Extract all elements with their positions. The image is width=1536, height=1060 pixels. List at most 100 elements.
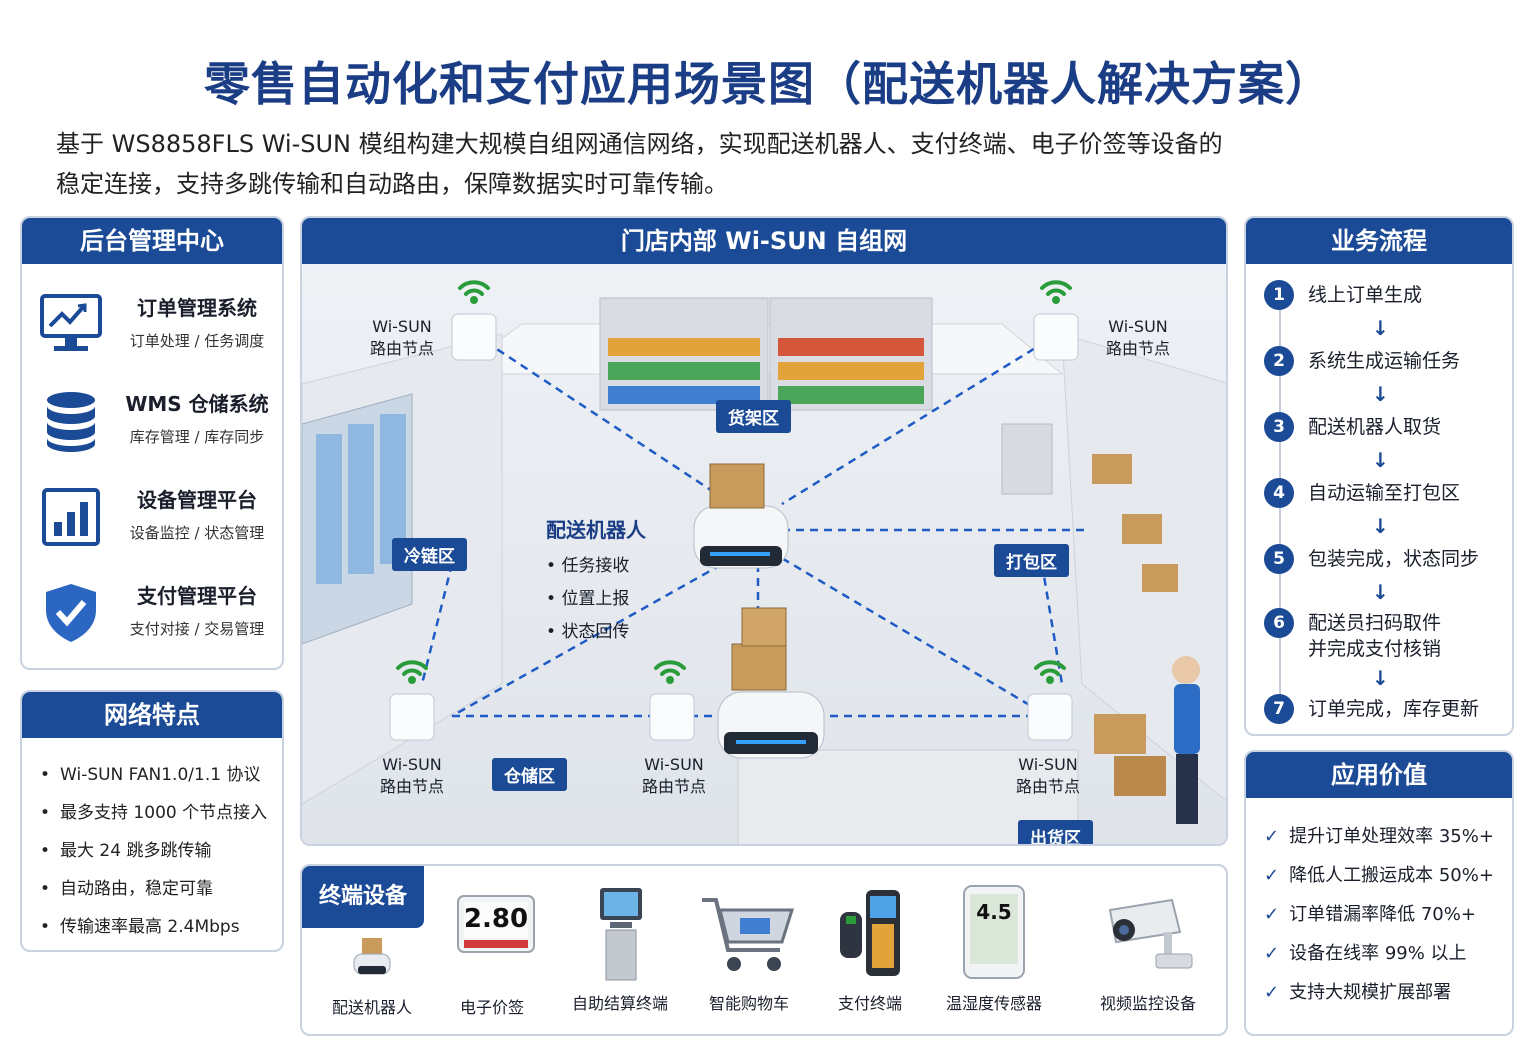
zone-label-outbound: 出货区	[1018, 820, 1093, 844]
page-title: 零售自动化和支付应用场景图（配送机器人解决方案）	[204, 57, 1332, 111]
delivery-robot[interactable]	[693, 463, 789, 569]
device-label: 支付终端	[837, 994, 902, 1013]
robot-icon	[353, 938, 391, 975]
value-panel: 应用价值 ✓提升订单处理效率 35%+ ✓降低人工搬运成本 50%+ ✓订单错漏…	[1244, 750, 1514, 1036]
flow-arrow-icon: ↓	[1372, 316, 1389, 340]
description-line-1: 基于 WS8858FLS Wi-SUN 模组构建大规模自组网通信网络，实现配送机…	[56, 130, 1223, 158]
management-item-name: WMS 仓储系统	[125, 392, 269, 416]
management-item-name: 支付管理平台	[137, 584, 257, 608]
flow-arrow-icon: ↓	[1372, 580, 1389, 604]
router-node[interactable]	[389, 693, 435, 741]
device-label: 视频监控设备	[1099, 994, 1196, 1013]
check-icon: ✓	[1264, 943, 1280, 964]
sensor-reading: 4.5	[976, 900, 1012, 924]
flow-arrow-icon: ↓	[1372, 666, 1389, 690]
flow-arrow-icon: ↓	[1372, 514, 1389, 538]
router-node[interactable]	[1033, 313, 1079, 361]
value-item: ✓降低人工搬运成本 50%+	[1264, 865, 1494, 886]
management-item-wms[interactable]: WMS 仓储系统 库存管理 / 库存同步	[22, 384, 282, 474]
zone-label-shelf: 货架区	[716, 400, 791, 433]
management-item-device[interactable]: 设备管理平台 设备监控 / 状态管理	[22, 480, 282, 570]
device-price-tag[interactable]: 2.80 电子价签	[440, 880, 544, 1020]
shield-check-icon	[46, 584, 96, 642]
description-line-2: 稳定连接，支持多跳传输和自动路由，保障数据实时可靠传输。	[56, 170, 728, 198]
network-feature: 最多支持 1000 个节点接入	[40, 798, 267, 823]
robot-callout-item: • 任务接收	[546, 556, 630, 576]
robot-callout-item: • 状态回传	[546, 622, 630, 642]
wifi-icon	[1040, 280, 1072, 304]
management-item-sub: 支付对接 / 交易管理	[129, 620, 265, 638]
shelf-unit	[599, 297, 933, 411]
value-title: 应用价值	[1246, 752, 1512, 798]
management-panel: 后台管理中心 订单管理系统 订单处理 / 任务调度 WMS 仓储系统 库存管理 …	[20, 216, 284, 670]
camera-icon	[1108, 898, 1193, 969]
price-tag-value: 2.80	[463, 904, 529, 934]
mesh-links	[420, 332, 1087, 718]
management-item-sub: 库存管理 / 库存同步	[129, 428, 265, 446]
flow-arrow-icon: ↓	[1372, 448, 1389, 472]
device-robot[interactable]: 配送机器人	[320, 880, 424, 1020]
network-feature: 自动路由，稳定可靠	[40, 874, 213, 899]
device-kiosk[interactable]: 自助结算终端	[560, 880, 680, 1020]
management-item-payment[interactable]: 支付管理平台 支付对接 / 交易管理	[22, 576, 282, 666]
flow-title: 业务流程	[1246, 218, 1512, 264]
check-icon: ✓	[1264, 826, 1280, 847]
device-label: 自助结算终端	[571, 994, 668, 1013]
device-camera[interactable]: 视频监控设备	[1080, 880, 1216, 1020]
device-sensor[interactable]: 4.5 温湿度传感器	[934, 880, 1054, 1020]
device-cart[interactable]: 智能购物车	[694, 880, 804, 1020]
robot-callout-title: 配送机器人	[546, 518, 646, 542]
value-item: ✓提升订单处理效率 35%+	[1264, 826, 1494, 847]
value-item: ✓设备在线率 99% 以上	[1264, 943, 1467, 964]
thermometer-icon	[963, 885, 1025, 979]
zone-label-storage: 仓储区	[492, 758, 567, 791]
check-icon: ✓	[1264, 865, 1280, 886]
network-title: 网络特点	[22, 692, 282, 738]
scene-title: 门店内部 Wi-SUN 自组网	[302, 218, 1226, 264]
network-feature: Wi-SUN FAN1.0/1.1 协议	[40, 760, 260, 785]
management-item-name: 订单管理系统	[137, 296, 257, 320]
store-floor-illustration	[302, 264, 1226, 844]
router-node[interactable]	[649, 693, 695, 741]
monitor-chart-icon	[40, 294, 102, 351]
management-item-sub: 设备监控 / 状态管理	[129, 524, 265, 542]
management-item-sub: 订单处理 / 任务调度	[129, 332, 265, 350]
cold-chain-fridges	[302, 393, 413, 645]
wifi-icon	[396, 660, 428, 684]
price-tag-icon	[457, 895, 535, 953]
robot-callout: 配送机器人 • 任务接收 • 位置上报 • 状态回传	[546, 514, 646, 642]
wifi-icon	[654, 660, 686, 684]
network-panel: 网络特点 Wi-SUN FAN1.0/1.1 协议 最多支持 1000 个节点接…	[20, 690, 284, 952]
packing-area	[1001, 423, 1178, 592]
bar-chart-icon	[42, 488, 100, 546]
device-label: 智能购物车	[708, 994, 789, 1013]
store-scene-panel: 门店内部 Wi-SUN 自组网	[300, 216, 1228, 846]
pos-terminal-icon	[840, 890, 900, 976]
flow-arrow-icon: ↓	[1372, 382, 1389, 406]
value-item: ✓支持大规模扩展部署	[1264, 982, 1452, 1003]
outbound-area	[1094, 656, 1200, 824]
device-label: 温湿度传感器	[945, 994, 1042, 1013]
device-label: 电子价签	[459, 998, 524, 1017]
wifi-icon	[458, 280, 490, 304]
management-item-order[interactable]: 订单管理系统 订单处理 / 任务调度	[22, 288, 282, 378]
management-item-name: 设备管理平台	[137, 488, 257, 512]
robot-callout-item: • 位置上报	[546, 589, 630, 609]
delivery-robot[interactable]	[717, 607, 825, 759]
check-icon: ✓	[1264, 982, 1280, 1003]
check-icon: ✓	[1264, 904, 1280, 925]
database-icon	[47, 392, 95, 452]
management-title: 后台管理中心	[22, 218, 282, 264]
router-node[interactable]	[1027, 693, 1073, 741]
wifi-icon	[1034, 660, 1066, 684]
zone-label-cold: 冷链区	[392, 538, 467, 571]
kiosk-icon	[600, 888, 642, 981]
zone-label-pack: 打包区	[994, 544, 1069, 577]
router-node[interactable]	[451, 313, 497, 361]
device-pos[interactable]: 支付终端	[820, 880, 920, 1020]
